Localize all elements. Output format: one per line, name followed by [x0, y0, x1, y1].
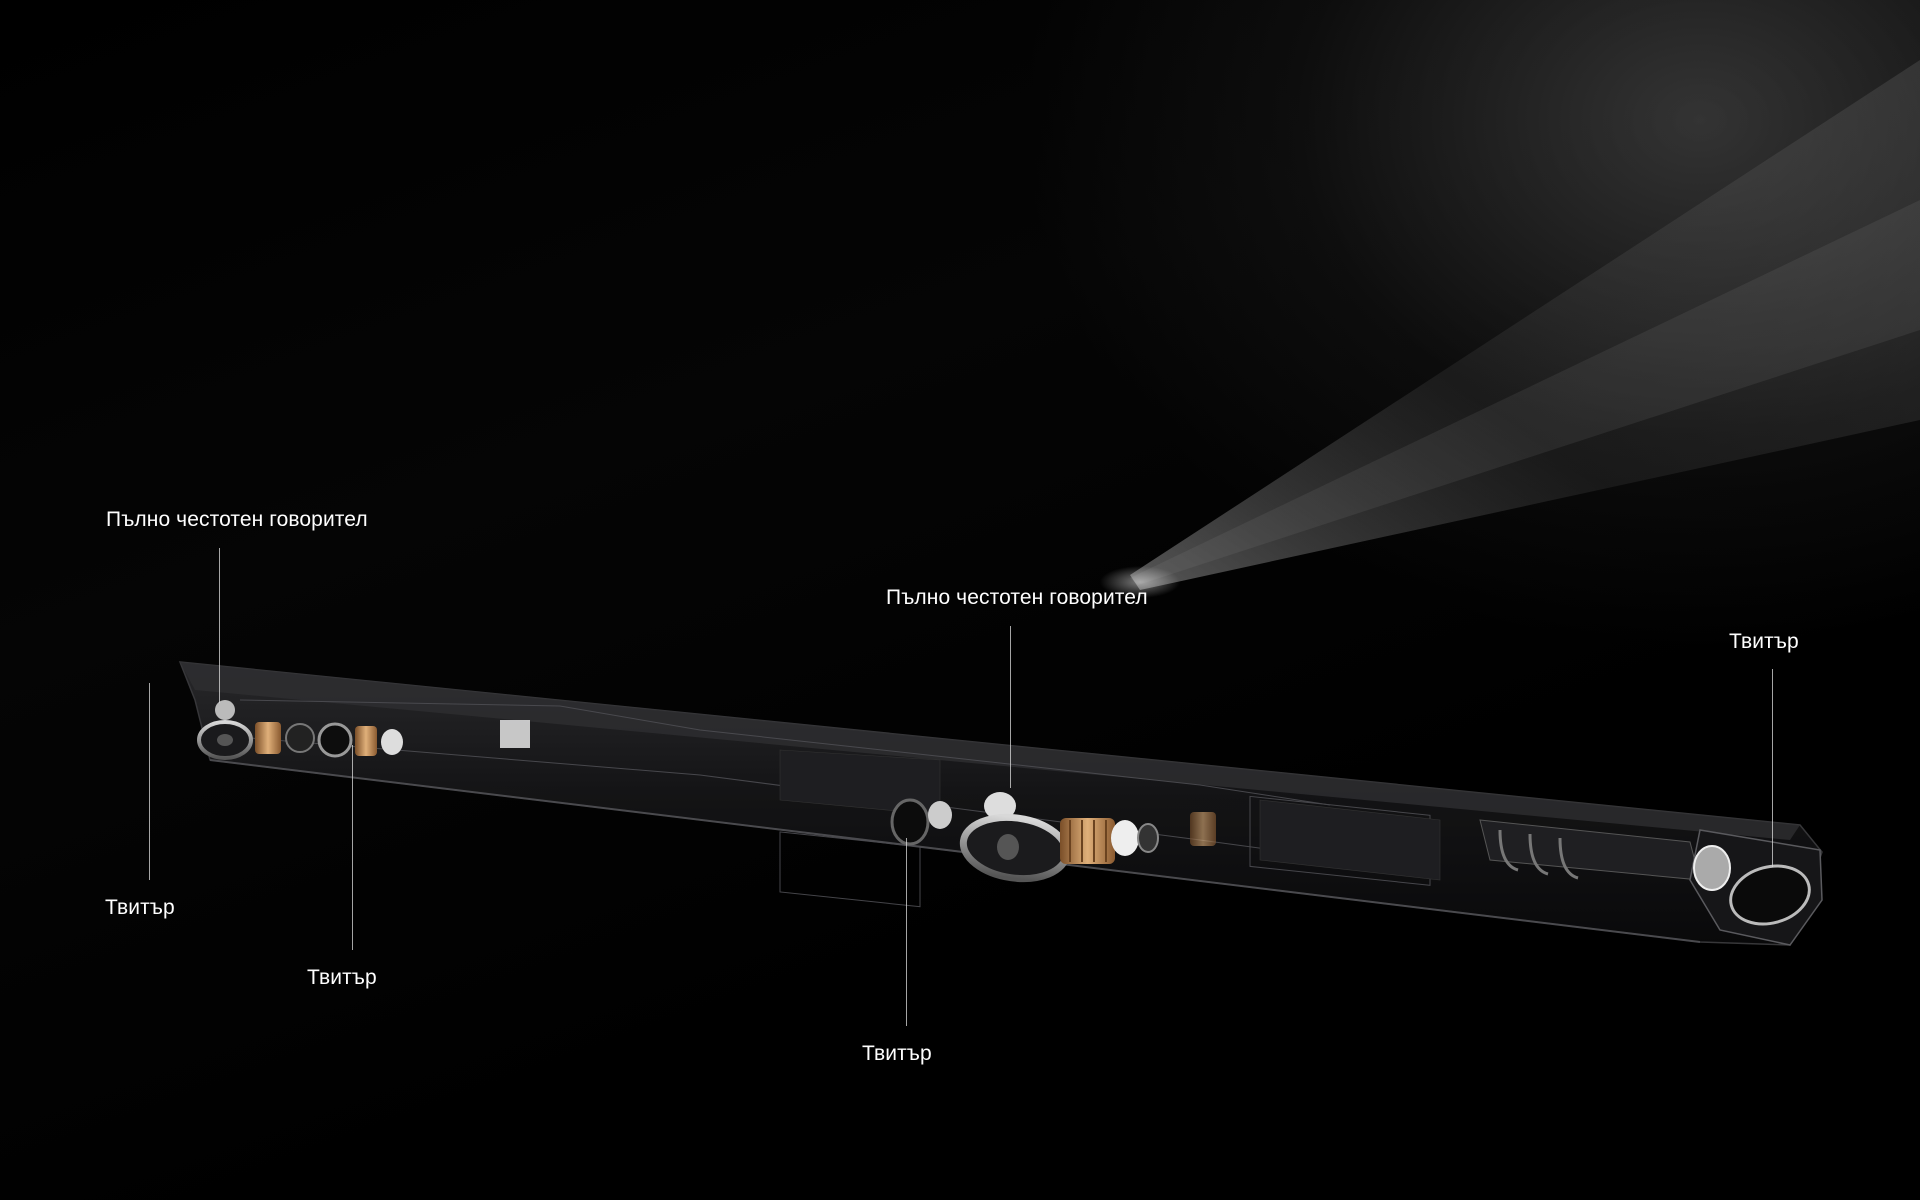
callout-tweeter-center: Твитър — [862, 1042, 932, 1065]
right-tweeter-horn — [1479, 819, 1823, 946]
callout-tweeter-right: Твитър — [1729, 630, 1799, 653]
left-driver-cluster — [197, 700, 530, 760]
center-driver-cluster — [890, 792, 1216, 883]
callout-tweeter-left: Твитър — [307, 966, 377, 989]
callout-fullrange-left: Пълно честотен говорител — [106, 508, 368, 531]
leader-line — [1010, 626, 1011, 788]
leader-line — [352, 745, 353, 950]
leader-line — [149, 683, 150, 880]
leader-line — [906, 838, 907, 1026]
leader-line — [1772, 669, 1773, 867]
leader-line — [219, 548, 220, 703]
callout-fullrange-center: Пълно честотен говорител — [886, 586, 1148, 609]
callout-tweeter-far-left: Твитър — [105, 896, 175, 919]
